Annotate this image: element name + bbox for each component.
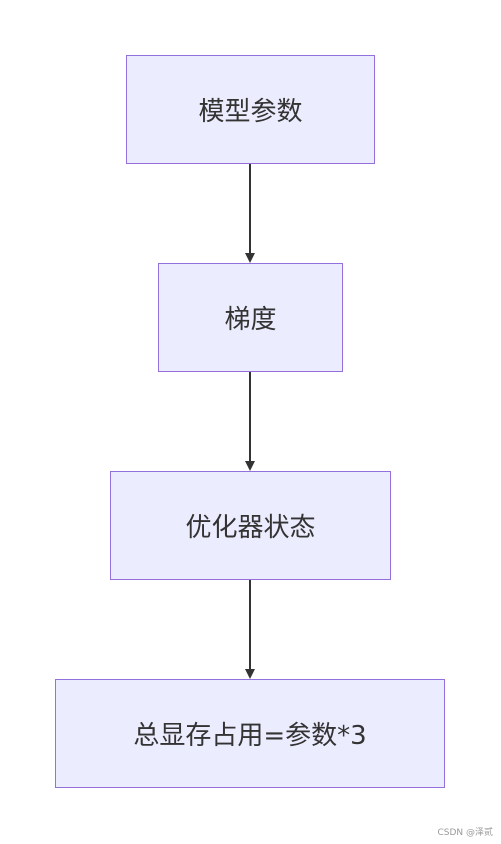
node-optimizer-state: 优化器状态	[110, 471, 391, 580]
watermark: CSDN @泽贰	[437, 828, 493, 838]
node-label: 总显存占用=参数*3	[133, 721, 367, 751]
node-total-memory: 总显存占用=参数*3	[55, 679, 445, 788]
node-label: 梯度	[224, 305, 277, 335]
node-gradients: 梯度	[158, 263, 343, 372]
node-label: 模型参数	[198, 97, 303, 127]
node-label: 优化器状态	[185, 513, 316, 543]
node-model-params: 模型参数	[126, 55, 375, 164]
